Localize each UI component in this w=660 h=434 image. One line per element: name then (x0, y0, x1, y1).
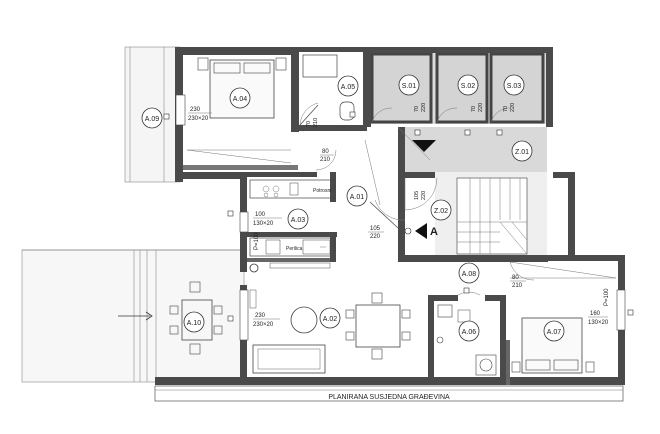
door-swings (315, 107, 535, 281)
dim-s03-door-w: 70 (503, 106, 509, 112)
fixture-labels: Potrosni Perilica (286, 188, 331, 252)
room-label-s01: S.01 (402, 83, 417, 90)
dim-entry-door-h: 220 (421, 191, 427, 200)
dim-a05-door-w: 70 (306, 121, 312, 127)
bathroom-a05-fixtures (299, 54, 355, 126)
terrace-table (169, 281, 223, 355)
room-label-a10: A.10 (187, 320, 202, 327)
neighbor-building-label: PLANIRANA SUSJEDNA GRAĐEVINA (328, 394, 450, 401)
room-label-a03: A.03 (291, 217, 306, 224)
room-label-a08: A.08 (462, 271, 477, 278)
living-furniture (249, 289, 411, 374)
fixture-potrosni: Potrosni (313, 188, 331, 194)
room-label-s02: S.02 (461, 83, 476, 90)
bathroom-a06-fixtures (436, 291, 497, 376)
dim-a05-door-h: 210 (313, 118, 319, 127)
tag-a10-circle (183, 311, 205, 333)
dim-s02-door-w: 70 (471, 106, 477, 112)
dim-kitchen-parapet: P=100 (254, 232, 260, 250)
tag-s03-circle (503, 74, 525, 96)
dim-a04-window-w: 230 (190, 107, 201, 113)
room-labels: A.04 A.05 A.09 S.01 S.02 S.03 Z.01 A.01 … (145, 83, 562, 336)
room-label-a09: A.09 (145, 116, 160, 123)
dim-entry2-door-h: 220 (370, 234, 381, 240)
dim-s01-door-w: 70 (414, 106, 420, 112)
tag-s01-circle (398, 74, 420, 96)
bed-double-a04 (186, 57, 292, 164)
tag-a06-circle (458, 320, 480, 342)
tag-a05-circle (337, 75, 359, 97)
walls (155, 47, 626, 385)
section-marker (404, 140, 436, 239)
room-label-z01: Z.01 (515, 149, 529, 156)
tag-z01-circle (511, 140, 533, 162)
dim-s02-door-h: 220 (478, 103, 484, 112)
neighbor-strip (154, 385, 624, 402)
dim-bed2-parapet: P=100 (604, 288, 610, 306)
tag-s02-circle (457, 74, 479, 96)
dim-bed2-window-hw: 130×20 (588, 320, 609, 326)
dim-s01-door-h: 220 (421, 103, 427, 112)
room-label-s03: S.03 (507, 83, 522, 90)
window-markers (163, 111, 634, 322)
dim-living-window-hw: 230×20 (253, 322, 274, 328)
room-label-a07: A.07 (547, 329, 562, 336)
dim-wc-door-w: 80 (512, 275, 519, 281)
room-tags (141, 74, 565, 342)
dim-entry2-door-w: 105 (370, 226, 381, 232)
dim-kitchen-window-hw: 130×20 (253, 221, 274, 227)
dim-living-window-w: 230 (255, 313, 266, 319)
tag-z02-circle (430, 199, 452, 221)
tag-a09-circle (141, 107, 163, 129)
tag-a07-circle (543, 320, 565, 342)
tag-a04-circle (229, 87, 251, 109)
room-label-a05: A.05 (341, 84, 356, 91)
dim-s03-door-h: 220 (510, 103, 516, 112)
dim-entry-door-w: 105 (414, 191, 420, 200)
fixture-perilica: Perilica (286, 246, 303, 252)
dim-bed2-window-w: 160 (590, 311, 601, 317)
tag-a02-circle (319, 307, 341, 329)
dim-a04-window-hw: 230×20 (188, 116, 209, 122)
room-label-a02: A.02 (323, 316, 338, 323)
room-label-z02: Z.02 (434, 208, 448, 215)
dimension-labels: 230 230×20 70 210 80 210 70 220 70 220 7… (188, 103, 610, 328)
room-label-a06: A.06 (462, 329, 477, 336)
dim-hall-door-h: 210 (320, 157, 331, 163)
dim-kitchen-window-w: 100 (255, 212, 266, 218)
tag-a03-circle (287, 208, 309, 230)
room-label-a04: A.04 (233, 96, 248, 103)
dim-hall-door-w: 80 (322, 149, 329, 155)
kitchen-counter-top (249, 179, 335, 199)
staircase (456, 177, 528, 255)
tag-a08-circle (458, 262, 480, 284)
tag-a01-circle (346, 185, 368, 207)
terrace-left-bottom (21, 249, 245, 383)
kitchen-counter-bottom (249, 237, 335, 273)
section-letter: A (430, 226, 438, 238)
dim-wc-door-h: 210 (512, 283, 523, 289)
room-label-a01: A.01 (350, 194, 365, 201)
